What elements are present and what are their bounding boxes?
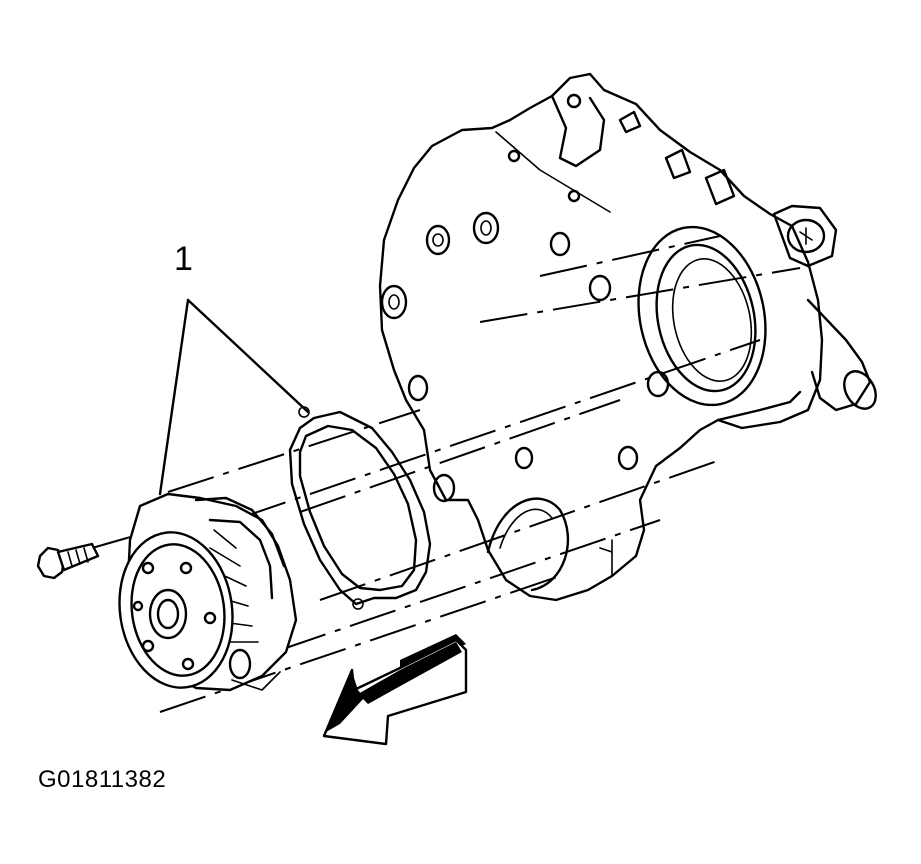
alignment-lines [91,235,801,713]
bolt [36,542,100,580]
direction-arrow [322,634,468,746]
callout-leader-lines [158,298,310,496]
figure-id: G01811382 [38,766,167,793]
engine-front-cover [378,72,877,602]
callout-number-1: 1 [174,240,193,278]
water-pump-gasket [288,406,432,610]
water-pump [118,492,298,692]
